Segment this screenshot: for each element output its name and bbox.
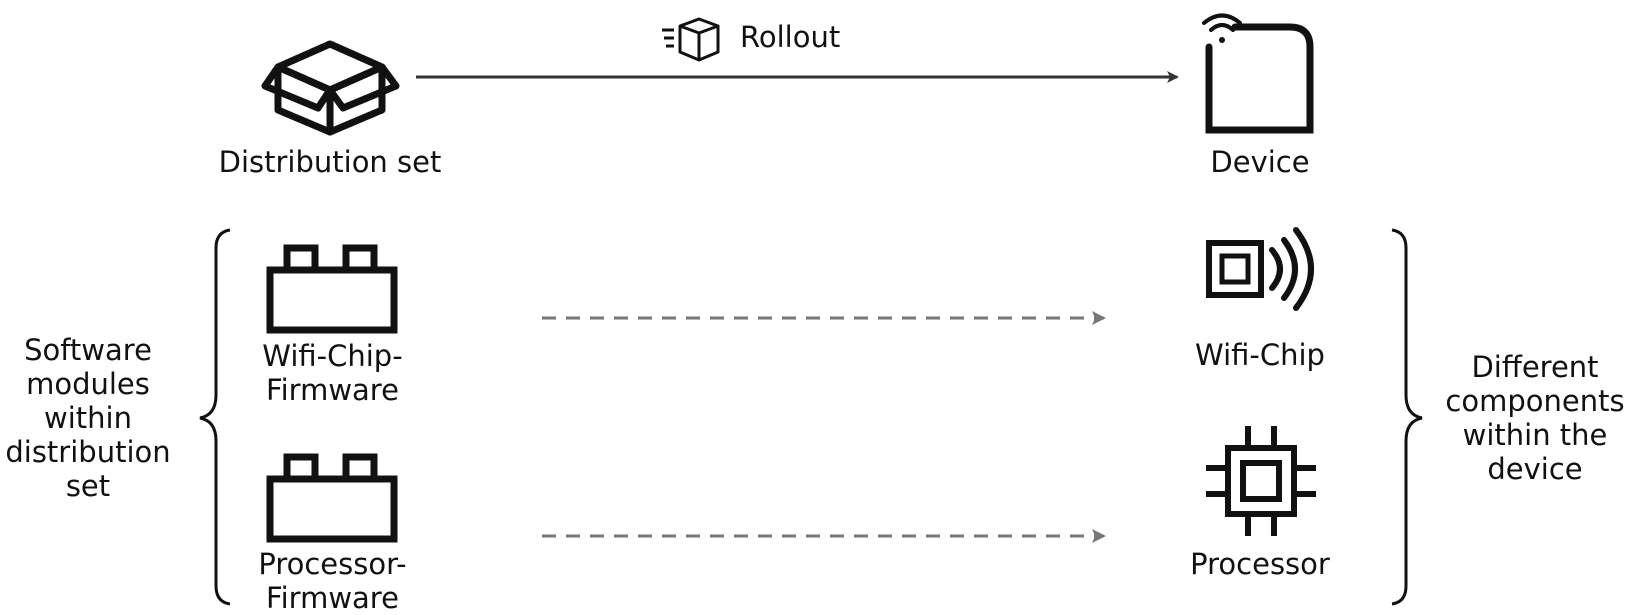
note-line: Different bbox=[1471, 350, 1599, 384]
note-line: distribution bbox=[5, 435, 171, 469]
right-note: Different components within the device bbox=[1440, 350, 1630, 486]
brick-icon bbox=[266, 453, 398, 543]
module-label-line: Firmware bbox=[266, 581, 399, 615]
note-line: modules bbox=[26, 367, 150, 401]
rollout-label: Rollout bbox=[740, 20, 841, 54]
distribution-set-label: Distribution set bbox=[218, 145, 442, 179]
note-line: Software bbox=[24, 333, 152, 367]
module-label-line: Firmware bbox=[266, 373, 399, 407]
right-brace bbox=[1391, 228, 1423, 606]
left-note: Software modules within distribution set bbox=[0, 333, 176, 503]
note-line: within bbox=[44, 401, 132, 435]
note-line: within the bbox=[1462, 418, 1608, 452]
left-brace bbox=[199, 228, 231, 606]
note-line: components bbox=[1445, 384, 1625, 418]
processor-label: Processor bbox=[1190, 547, 1330, 581]
fast-box-icon bbox=[662, 17, 720, 62]
cpu-icon bbox=[1206, 426, 1316, 536]
device-label: Device bbox=[1210, 145, 1310, 179]
wifi-chip-label: Wifi-Chip bbox=[1195, 338, 1325, 372]
brick-icon bbox=[266, 244, 398, 334]
note-line: set bbox=[65, 469, 111, 503]
open-box-icon bbox=[261, 40, 400, 136]
note-line: device bbox=[1487, 452, 1583, 486]
wifi-device-icon bbox=[1202, 13, 1314, 134]
module-label-line: Wifi-Chip- bbox=[262, 339, 403, 373]
processor-firmware-label: Processor- Firmware bbox=[245, 547, 420, 615]
chip-signal-icon bbox=[1206, 227, 1314, 311]
module-label-line: Processor- bbox=[258, 547, 407, 581]
wifi-chip-firmware-label: Wifi-Chip- Firmware bbox=[245, 339, 420, 407]
